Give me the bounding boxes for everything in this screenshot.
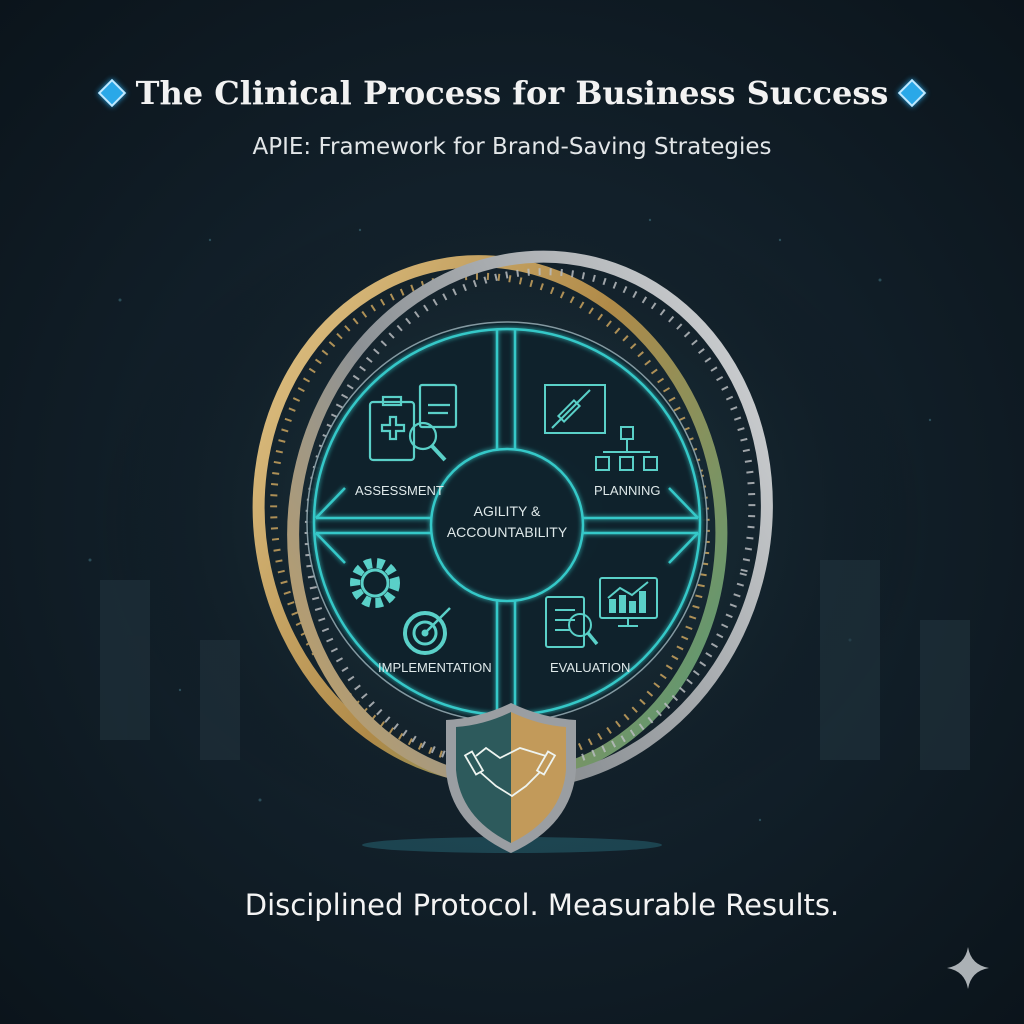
sparkle-icon [947,947,989,989]
center-label-line2: ACCOUNTABILITY [447,524,568,540]
clipboard-magnifier-icon [368,383,458,462]
segment-label-implementation: IMPLEMENTATION [378,660,492,675]
subtitle: APIE: Framework for Brand-Saving Strateg… [252,134,772,160]
tagline: Disciplined Protocol. Measurable Results… [244,888,840,922]
handshake-shield-icon [446,703,576,853]
syringe-flowchart-icon [544,384,658,471]
segment-label-assessment: ASSESSMENT [355,483,444,498]
gear-target-icon [350,558,451,655]
segment-dividers [312,327,702,717]
segment-label-evaluation: EVALUATION [550,660,630,675]
page-title: The Clinical Process for Business Succes… [0,74,1024,112]
segment-label-planning: PLANNING [594,483,660,498]
title-text: The Clinical Process for Business Succes… [135,74,889,112]
center-label-line1: AGILITY & [474,503,541,519]
dial-background [306,321,708,723]
checklist-chart-icon [545,577,658,648]
